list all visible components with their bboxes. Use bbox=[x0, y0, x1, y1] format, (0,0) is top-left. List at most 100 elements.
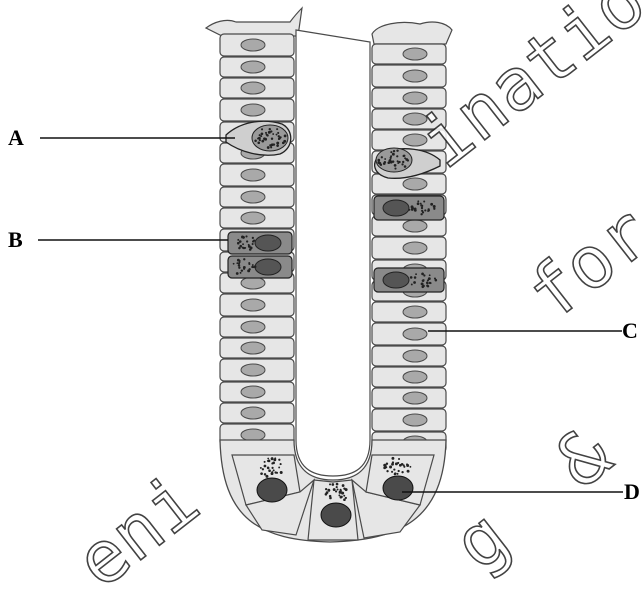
paneth-granule bbox=[397, 473, 399, 475]
mucus-granule bbox=[282, 142, 284, 144]
cell-nucleus bbox=[241, 191, 265, 203]
paneth-granule bbox=[260, 472, 263, 475]
paneth-granule bbox=[333, 488, 336, 491]
paneth-granule bbox=[329, 483, 331, 485]
paneth-granule bbox=[272, 462, 275, 465]
paneth-granule bbox=[326, 491, 329, 494]
secretory-granule bbox=[421, 207, 423, 209]
secretory-granule bbox=[417, 202, 420, 205]
secretory-granule bbox=[233, 263, 235, 265]
mucus-granule bbox=[259, 139, 261, 141]
cell-nucleus bbox=[403, 328, 427, 340]
secretory-granule bbox=[411, 207, 413, 209]
mucus-granule bbox=[383, 162, 386, 165]
secretory-granule bbox=[420, 213, 422, 215]
cell-nucleus bbox=[241, 82, 265, 94]
mucus-granule bbox=[404, 157, 406, 159]
tissue-top-edge-right bbox=[372, 22, 452, 44]
mucus-granule bbox=[261, 128, 263, 130]
mucus-granule bbox=[261, 132, 264, 135]
mucus-granule bbox=[380, 163, 382, 165]
mucus-granule bbox=[394, 164, 397, 167]
paneth-granule bbox=[342, 484, 345, 487]
secretory-granule bbox=[415, 273, 417, 275]
mucus-granule bbox=[276, 128, 278, 130]
secretory-granule bbox=[241, 269, 243, 271]
paneth-granule bbox=[267, 458, 269, 460]
paneth-granule bbox=[340, 496, 343, 499]
tissue-top-edge-left bbox=[206, 8, 302, 36]
secretory-granule bbox=[248, 245, 251, 248]
mucus-granule bbox=[401, 163, 403, 165]
cell-nucleus bbox=[241, 61, 265, 73]
secretory-granule bbox=[434, 277, 436, 279]
paneth-granule bbox=[338, 494, 340, 496]
secretory-granule bbox=[242, 243, 244, 245]
cell-nucleus bbox=[403, 220, 427, 232]
paneth-granule bbox=[336, 483, 339, 486]
label-a: A bbox=[8, 127, 24, 149]
secretory-granule bbox=[428, 277, 431, 280]
mucus-granule bbox=[276, 134, 278, 136]
paneth-granule bbox=[278, 459, 280, 461]
mucus-granule bbox=[257, 141, 260, 144]
paneth-granule bbox=[264, 473, 266, 475]
cell-nucleus bbox=[241, 277, 265, 289]
secretory-granule bbox=[422, 285, 425, 288]
cell-nucleus bbox=[241, 212, 265, 224]
secretory-granule bbox=[245, 235, 247, 237]
secretory-granule bbox=[430, 203, 433, 206]
secretory-granule bbox=[242, 236, 244, 238]
paneth-granule bbox=[260, 467, 262, 469]
cell-nucleus bbox=[403, 48, 427, 60]
paneth-granule bbox=[265, 475, 268, 478]
secretory-granule bbox=[249, 248, 252, 251]
paneth-granule bbox=[328, 490, 330, 492]
paneth-granule bbox=[337, 489, 339, 491]
enteroendocrine-nucleus bbox=[255, 235, 281, 251]
secretory-granule bbox=[237, 242, 240, 245]
mucus-granule bbox=[272, 133, 274, 135]
paneth-granule bbox=[331, 483, 334, 486]
cell-nucleus bbox=[241, 321, 265, 333]
secretory-granule bbox=[239, 260, 241, 262]
secretory-granule bbox=[238, 267, 240, 269]
mucus-granule bbox=[276, 144, 279, 147]
mucus-granule bbox=[276, 142, 279, 145]
secretory-granule bbox=[239, 240, 242, 243]
secretory-granule bbox=[427, 210, 429, 212]
paneth-granule bbox=[407, 471, 409, 473]
secretory-granule bbox=[243, 258, 245, 260]
secretory-granule bbox=[417, 200, 419, 202]
paneth-granule bbox=[325, 488, 327, 490]
secretory-granule bbox=[410, 276, 413, 279]
paneth-granule bbox=[409, 466, 411, 468]
paneth-granule bbox=[268, 469, 271, 472]
paneth-granule bbox=[386, 470, 388, 472]
paneth-cell-nucleus bbox=[321, 503, 351, 527]
secretory-granule bbox=[423, 274, 425, 276]
cell-nucleus bbox=[403, 178, 427, 190]
secretory-granule bbox=[424, 209, 426, 211]
paneth-granule bbox=[273, 458, 276, 461]
paneth-granule bbox=[398, 470, 400, 472]
paneth-granule bbox=[267, 460, 269, 462]
secretory-granule bbox=[243, 266, 246, 269]
mucus-granule bbox=[263, 137, 266, 140]
secretory-granule bbox=[252, 243, 254, 245]
secretory-granule bbox=[238, 247, 240, 249]
mucus-granule bbox=[406, 159, 408, 161]
paneth-granule bbox=[385, 466, 387, 468]
mucus-granule bbox=[260, 135, 262, 137]
paneth-granule bbox=[395, 462, 398, 465]
mucus-granule bbox=[396, 149, 398, 151]
cell-nucleus bbox=[403, 414, 427, 426]
secretory-granule bbox=[414, 276, 417, 279]
mucus-granule bbox=[284, 134, 287, 137]
secretory-granule bbox=[237, 239, 239, 241]
paneth-granule bbox=[406, 464, 409, 467]
secretory-granule bbox=[433, 205, 436, 208]
paneth-granule bbox=[390, 465, 392, 467]
mucus-granule bbox=[403, 155, 405, 157]
secretory-granule bbox=[411, 283, 413, 285]
